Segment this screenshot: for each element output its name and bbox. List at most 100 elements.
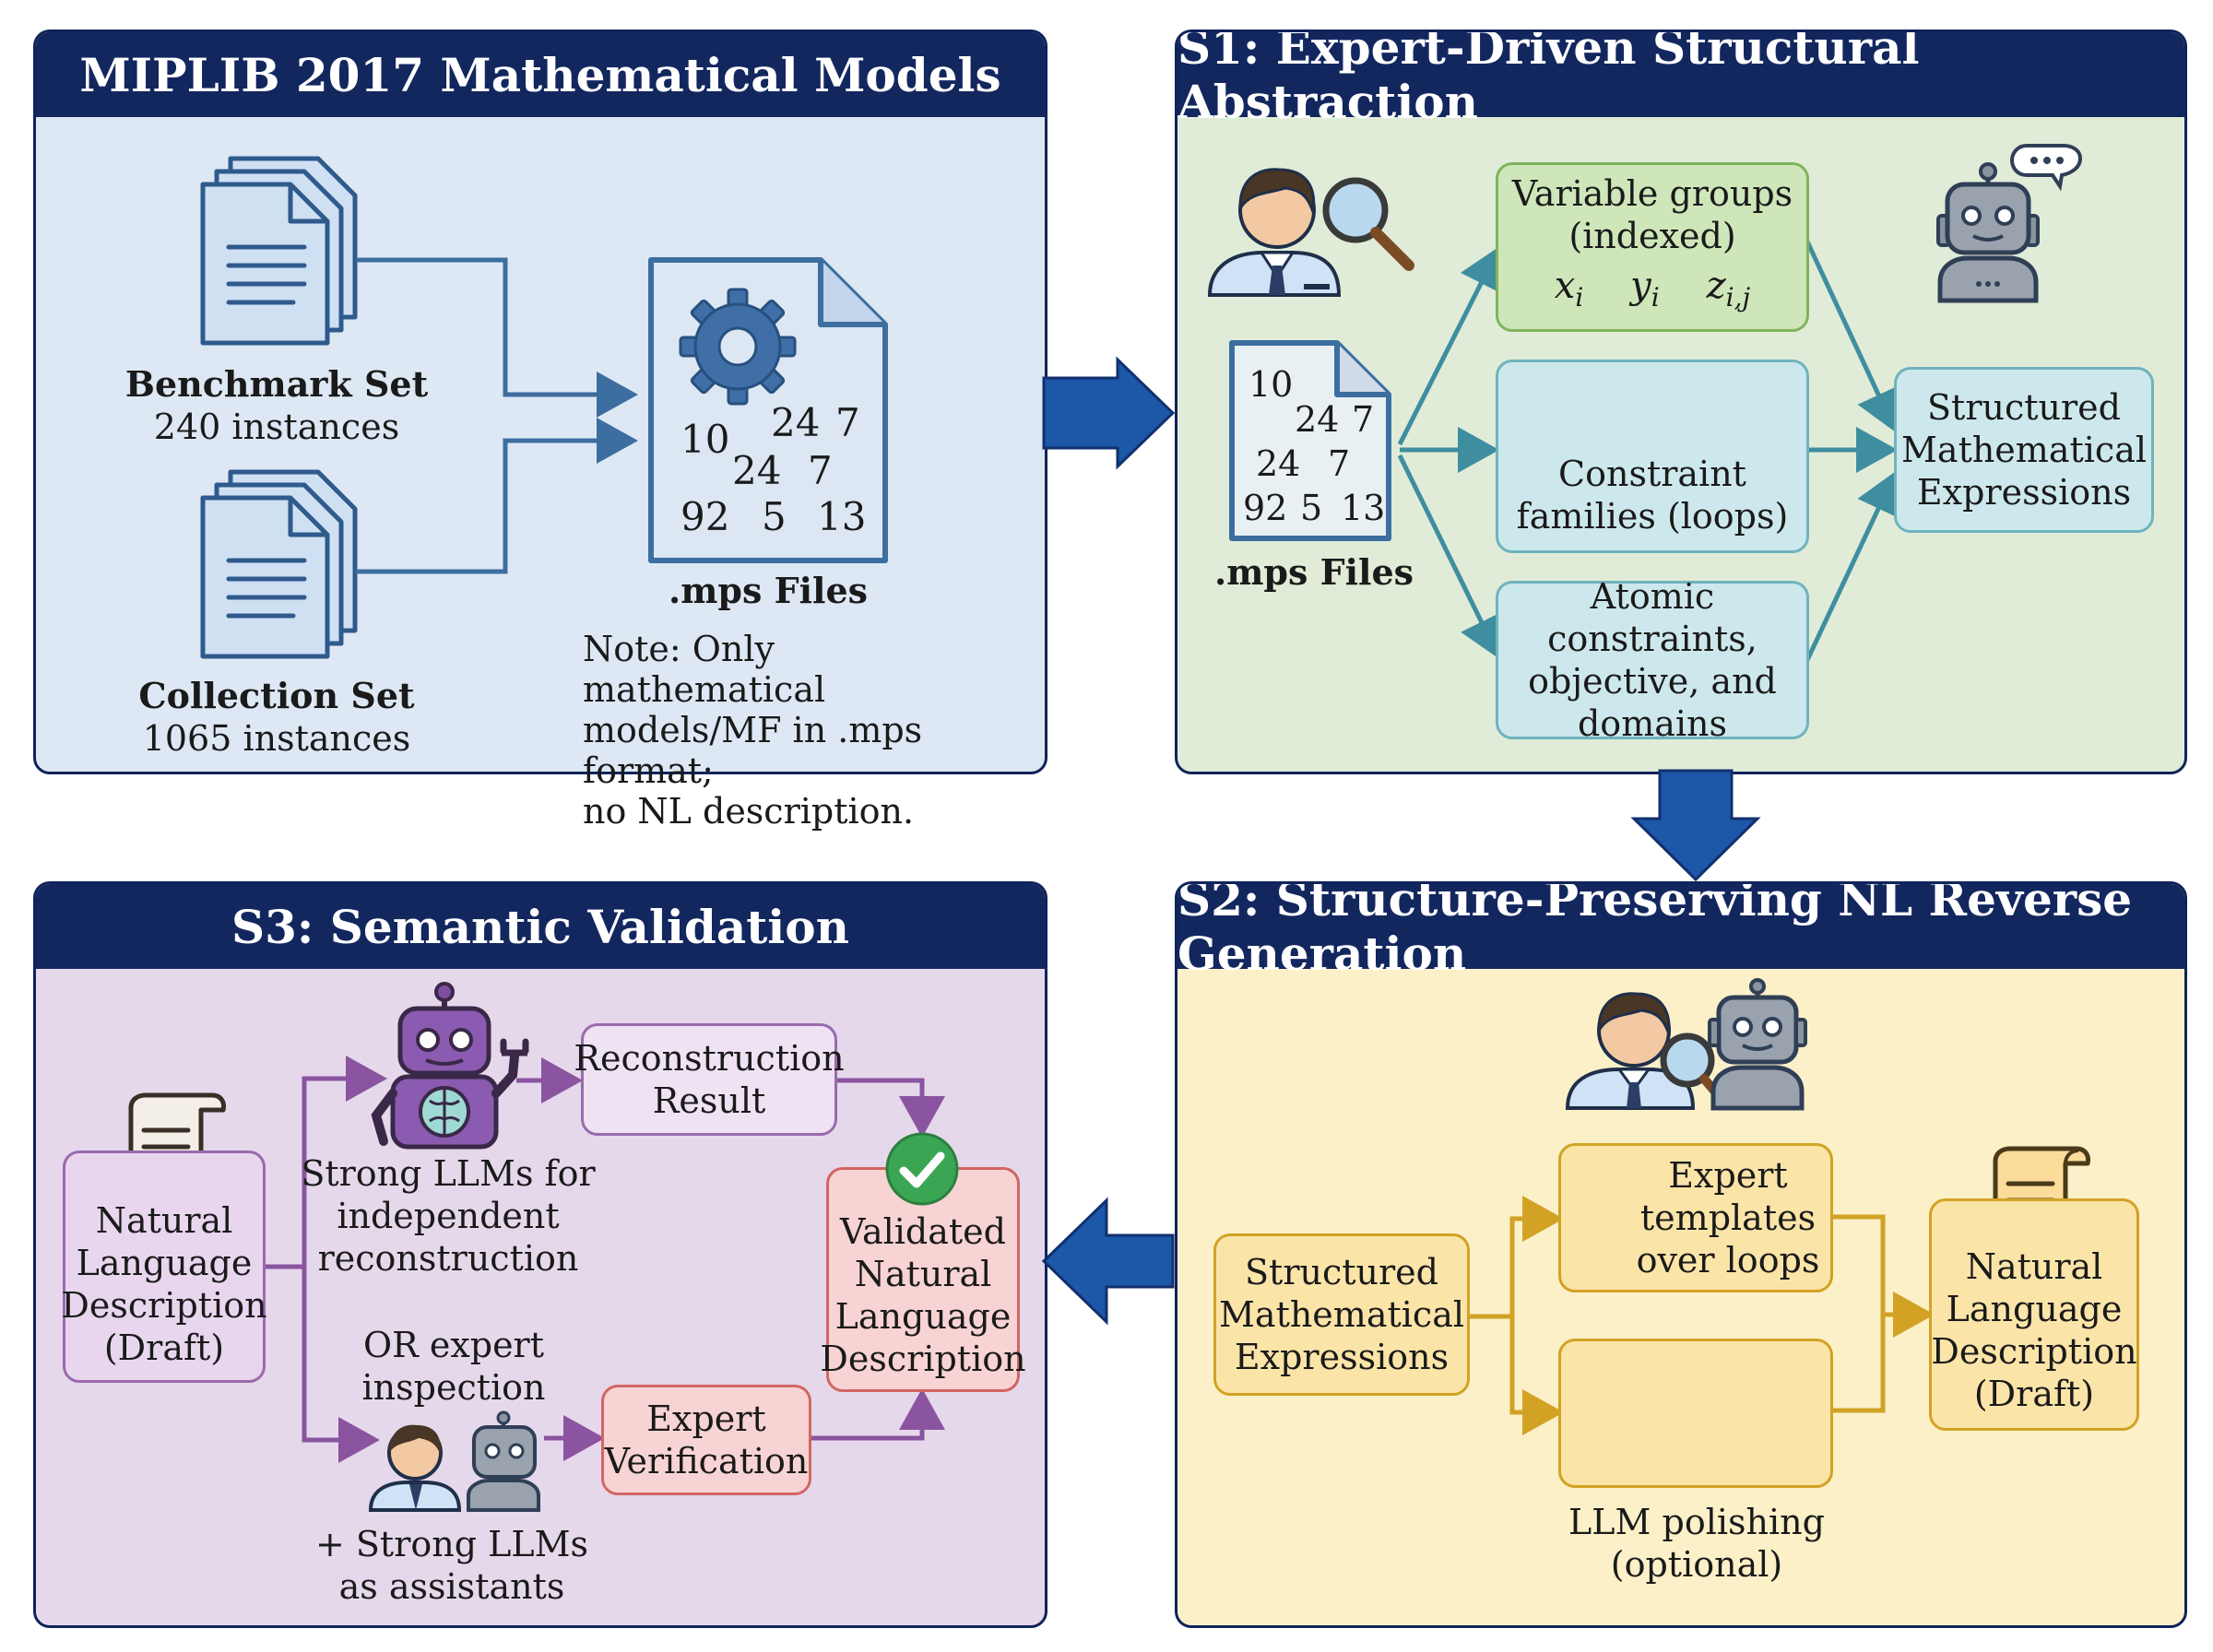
file-num: 5 bbox=[762, 494, 787, 539]
llm-polishing-box bbox=[1558, 1339, 1833, 1488]
file-num: 24 bbox=[771, 400, 821, 445]
flow-arrow-left bbox=[1041, 1197, 1175, 1326]
validated-nl-box: Validated Natural Language Description bbox=[820, 1167, 1026, 1392]
benchmark-set-label: Benchmark Set bbox=[124, 363, 429, 405]
structured-line: Mathematical bbox=[1219, 1294, 1464, 1335]
file-num: 13 bbox=[1341, 488, 1386, 528]
s1-fan-bot bbox=[1397, 454, 1503, 659]
s2-split-low bbox=[1509, 1316, 1564, 1435]
robot-chat-icon bbox=[1936, 144, 2083, 303]
var-z-index: i,j bbox=[1725, 281, 1751, 313]
file-num: 10 bbox=[1249, 364, 1294, 405]
or-expert-line: OR expert bbox=[362, 1325, 544, 1365]
variable-symbols: xi yi zi,j bbox=[1555, 261, 1750, 323]
expert-verification-box: Expert Verification bbox=[601, 1385, 811, 1495]
strong-llms-line: reconstruction bbox=[317, 1238, 579, 1279]
atomic-line: domains bbox=[1577, 703, 1728, 744]
note-line: models/MF in .mps format; bbox=[583, 710, 923, 791]
nl-draft-line: Language bbox=[76, 1243, 253, 1283]
panel-source-title: MIPLIB 2017 Mathematical Models bbox=[36, 32, 1045, 117]
s3-split-low bbox=[302, 1267, 380, 1463]
strong-llms-caption: Strong LLMs for independent reconstructi… bbox=[291, 1152, 605, 1280]
collection-connector bbox=[356, 418, 638, 574]
expert-templates-line: Expert bbox=[1668, 1155, 1788, 1196]
file-num: 92 bbox=[680, 494, 730, 539]
structured-line: Mathematical bbox=[1901, 430, 2147, 470]
collection-docs-icon bbox=[200, 469, 358, 659]
note-line: Note: Only mathematical bbox=[583, 629, 826, 710]
panel-s2-title: S2: Structure-Preserving NL Reverse Gene… bbox=[1178, 884, 2184, 981]
expert-robot-icon-s2 bbox=[1565, 978, 1807, 1111]
structured-expressions-box-s1: Structured Mathematical Expressions bbox=[1894, 367, 2154, 533]
nl-draft-box-s3: Natural Language Description (Draft) bbox=[61, 1150, 267, 1383]
file-num: 24 bbox=[1256, 443, 1301, 484]
s3-expert-robot-icon bbox=[368, 1410, 540, 1512]
or-expert-caption: OR expert inspection bbox=[328, 1324, 579, 1409]
benchmark-docs-icon bbox=[200, 156, 358, 346]
s2-merge bbox=[1833, 1214, 1886, 1413]
mps-files-label-s1: .mps Files bbox=[1213, 551, 1414, 593]
strong-llms-line: independent bbox=[337, 1196, 560, 1236]
expert-magnifier-icon bbox=[1207, 168, 1414, 297]
atomic-line: objective, and bbox=[1528, 661, 1777, 702]
structured-line: Structured bbox=[1927, 387, 2121, 428]
expert-verification-line: Expert bbox=[646, 1398, 766, 1439]
s1-fan-top bbox=[1397, 246, 1502, 446]
nl-draft-line: Natural bbox=[95, 1200, 233, 1241]
llm-polishing-line: LLM polishing bbox=[1568, 1502, 1825, 1542]
note-line: no NL description. bbox=[583, 791, 915, 832]
structured-line: Expressions bbox=[1916, 472, 2132, 513]
var-y-index: i bbox=[1651, 281, 1660, 313]
variable-groups-line1: Variable groups bbox=[1511, 172, 1793, 214]
s1-merge-top bbox=[1805, 240, 1899, 433]
file-num: 92 bbox=[1243, 488, 1288, 528]
or-expert-line: inspection bbox=[361, 1367, 546, 1408]
collection-set-label: Collection Set bbox=[138, 675, 415, 716]
file-num: 7 bbox=[1328, 443, 1351, 484]
benchmark-connector bbox=[356, 257, 638, 418]
structured-line: Expressions bbox=[1234, 1337, 1450, 1377]
source-note: Note: Only mathematical models/MF in .mp… bbox=[583, 629, 1025, 832]
panel-s3-title: S3: Semantic Validation bbox=[36, 884, 1045, 969]
reconstruction-line: Reconstruction bbox=[574, 1038, 845, 1079]
collection-set-count: 1065 instances bbox=[142, 718, 411, 759]
variable-groups-box: Variable groups (indexed) xi yi zi,j bbox=[1496, 162, 1809, 332]
expert-templates-line: over loops bbox=[1636, 1240, 1820, 1280]
gear-icon bbox=[679, 288, 797, 406]
mps-file-icon-s1 bbox=[1229, 340, 1391, 541]
nl-draft-line: (Draft) bbox=[103, 1328, 225, 1368]
strong-llms-line: Strong LLMs for bbox=[301, 1153, 596, 1194]
validated-line: Language bbox=[834, 1296, 1012, 1337]
flow-arrow-down bbox=[1630, 769, 1761, 882]
s3-split bbox=[266, 1056, 387, 1269]
assistants-line: + Strong LLMs bbox=[314, 1524, 589, 1564]
file-num: 10 bbox=[680, 417, 730, 462]
file-num: 7 bbox=[835, 400, 860, 445]
file-num: 7 bbox=[1352, 399, 1375, 440]
nl-draft-line: Natural bbox=[1965, 1246, 2103, 1287]
atomic-constraints-box: Atomic constraints, objective, and domai… bbox=[1496, 576, 1809, 744]
validated-line: Natural bbox=[854, 1254, 992, 1294]
validated-line: Validated bbox=[840, 1211, 1006, 1252]
file-num: 24 bbox=[1295, 399, 1340, 440]
file-num: 7 bbox=[808, 448, 833, 493]
llm-polishing-line: (optional) bbox=[1610, 1544, 1783, 1585]
var-z: z bbox=[1706, 264, 1726, 307]
expert-templates-box: Expert templates over loops bbox=[1558, 1143, 1833, 1292]
var-x-index: i bbox=[1575, 281, 1584, 313]
reconstruction-result-box: Reconstruction Result bbox=[574, 1023, 845, 1136]
constraint-families-line: Constraint bbox=[1558, 454, 1746, 494]
expert-verification-line: Verification bbox=[604, 1441, 809, 1481]
nl-draft-line: Language bbox=[1946, 1289, 2123, 1329]
nl-draft-box-s2: Natural Language Description (Draft) bbox=[1929, 1198, 2139, 1431]
nl-draft-line: (Draft) bbox=[1973, 1374, 2095, 1414]
structured-expressions-box-s2: Structured Mathematical Expressions bbox=[1213, 1233, 1470, 1396]
structured-line: Structured bbox=[1245, 1252, 1438, 1292]
s2-split bbox=[1470, 1196, 1564, 1319]
file-num: 5 bbox=[1300, 488, 1323, 528]
atomic-line: Atomic constraints, bbox=[1547, 576, 1757, 659]
constraint-families-line: families (loops) bbox=[1516, 496, 1789, 537]
check-icon bbox=[885, 1132, 959, 1206]
variable-groups-line2: (indexed) bbox=[1568, 215, 1736, 256]
nl-draft-line: Description bbox=[61, 1285, 267, 1326]
